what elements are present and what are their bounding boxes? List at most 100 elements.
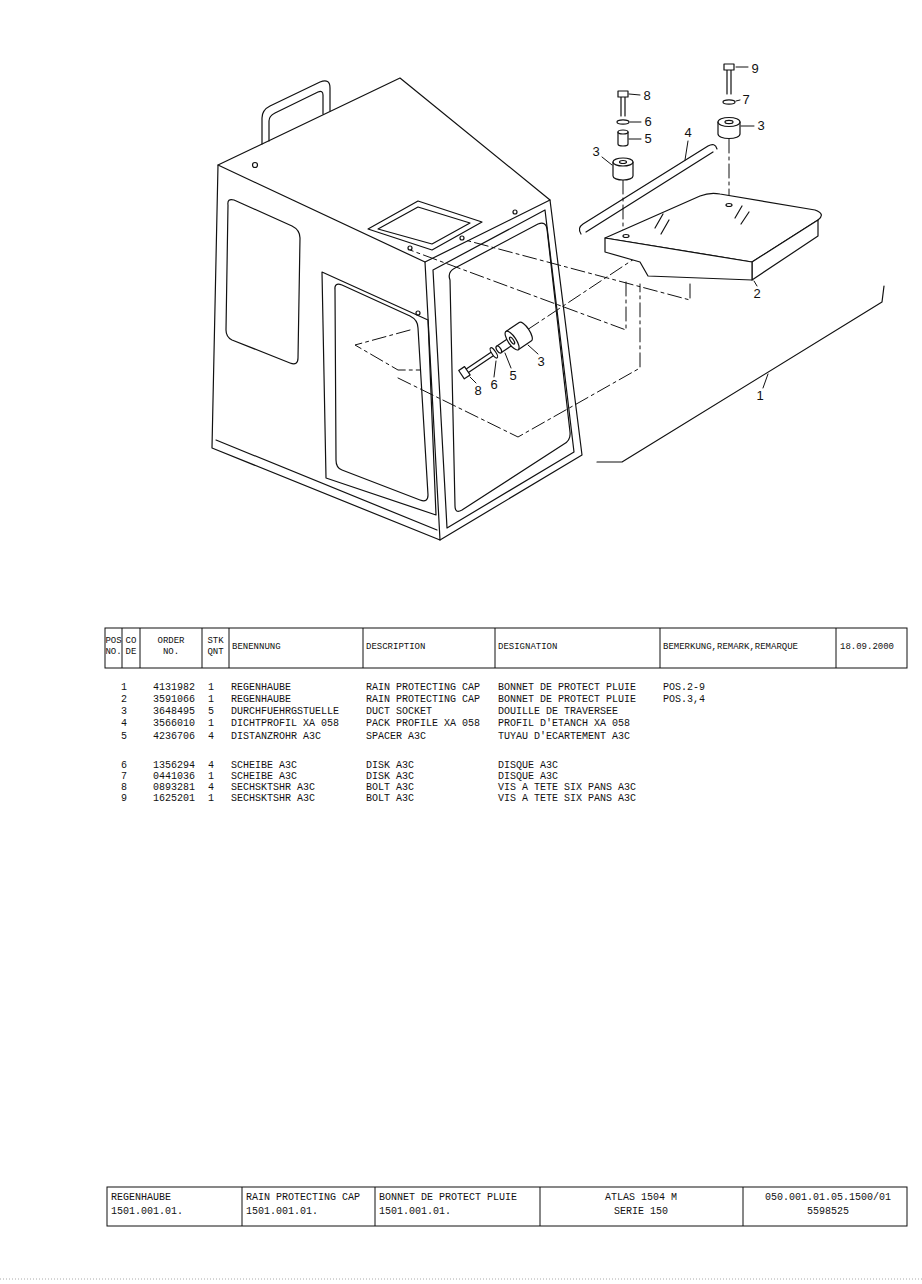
- mounting-hole: [408, 210, 517, 315]
- cab-body: [262, 81, 330, 144]
- table-grid: [105, 628, 907, 668]
- cab-window: [368, 201, 482, 250]
- table-cell: 4236706: [153, 731, 195, 742]
- table-cell: PROFIL D'ETANCH XA 058: [498, 718, 630, 729]
- footer-cell: BONNET DE PROTECT PLUIE: [379, 1192, 517, 1203]
- assembly-line: [398, 284, 640, 437]
- fastener-stack: [459, 367, 470, 379]
- callout-number: 7: [741, 93, 750, 107]
- footer-cell: RAIN PROTECTING CAP: [246, 1192, 360, 1203]
- table-grid: [105, 628, 907, 1226]
- leader-line: [630, 122, 641, 123]
- table-cell: 9: [121, 793, 127, 804]
- fastener-stack: [618, 130, 628, 134]
- table-header: STK QNT: [205, 636, 227, 658]
- table-cell: DICHTPROFIL XA 058: [231, 718, 339, 729]
- table-grid: [122, 628, 836, 668]
- table-cell: BONNET DE PROTECT PLUIE: [498, 682, 636, 693]
- leader-line: [736, 100, 740, 101]
- table-cell: BOLT A3C: [366, 782, 414, 793]
- table-cell: RAIN PROTECTING CAP: [366, 682, 480, 693]
- mounting-hole: [513, 210, 517, 214]
- rain-cap: [726, 204, 732, 207]
- leader-line: [494, 361, 496, 377]
- table-cell: DURCHFUEHRGSTUELLE: [231, 706, 339, 717]
- table-cell: DUCT SOCKET: [366, 706, 432, 717]
- table-cell: DOUILLE DE TRAVERSEE: [498, 706, 618, 717]
- table-cell: 1: [208, 718, 214, 729]
- table-cell: 0441036: [153, 771, 195, 782]
- table-cell: DISK A3C: [366, 760, 414, 771]
- table-header: POS NO.: [104, 636, 124, 658]
- rain-cap: [655, 206, 749, 234]
- table-cell: 1356294: [153, 760, 195, 771]
- footer-cell: SERIE 150: [614, 1206, 668, 1217]
- fastener-stack: [509, 336, 516, 344]
- assembly-bracket: [597, 286, 884, 462]
- cab-window: [226, 200, 570, 515]
- cab-window: [449, 223, 570, 511]
- cab-body: [440, 200, 582, 540]
- cab-window: [335, 284, 428, 501]
- table-cell: SCHEIBE A3C: [231, 760, 297, 771]
- table-cell: SPACER A3C: [366, 731, 426, 742]
- fastener-stack: [617, 120, 629, 124]
- cab-body: [216, 440, 437, 530]
- cab-window: [378, 207, 470, 244]
- rain-cap: [623, 235, 629, 238]
- leader-line: [754, 281, 757, 286]
- table-cell: REGENHAUBE: [231, 694, 291, 705]
- leader-line: [528, 345, 538, 354]
- leader-line: [741, 126, 754, 127]
- callout-number: 5: [643, 132, 652, 146]
- table-cell: 0893281: [153, 782, 195, 793]
- seal-profile: [586, 152, 713, 232]
- fastener-stack: [613, 158, 633, 166]
- table-cell: DISTANZROHR A3C: [231, 731, 321, 742]
- table-cell: RAIN PROTECTING CAP: [366, 694, 480, 705]
- page-edge-line: [0, 1279, 922, 1280]
- table-cell: REGENHAUBE: [231, 682, 291, 693]
- leader-line: [505, 353, 511, 368]
- table-cell: SECHSKTSHR A3C: [231, 793, 315, 804]
- table-cell: 4: [208, 760, 214, 771]
- footer-cell: 1501.001.01.: [246, 1206, 318, 1217]
- table-cell: 3591066: [153, 694, 195, 705]
- fastener-stack: [466, 352, 493, 372]
- callout-number: 3: [591, 145, 600, 159]
- fastener-stack: [495, 345, 503, 354]
- footer-cell: ATLAS 1504 M: [605, 1192, 677, 1203]
- leader-line: [470, 377, 476, 383]
- cab-window: [226, 200, 300, 364]
- fastener-stack: [503, 329, 522, 352]
- callout-number: 5: [508, 369, 517, 383]
- fastener-stack: [727, 70, 731, 94]
- fastener-stack: [455, 320, 534, 384]
- table-cell: VIS A TETE SIX PANS A3C: [498, 793, 636, 804]
- fastener-stack: [724, 64, 734, 70]
- assembly-line: [527, 255, 640, 330]
- table-grid: [242, 1187, 743, 1226]
- table-cell: POS.3,4: [663, 694, 705, 705]
- rain-cap: [752, 220, 818, 280]
- table-cell: 4: [121, 718, 127, 729]
- footer-cell: 5598525: [807, 1206, 849, 1217]
- rain-cap: [605, 193, 821, 280]
- callout-number: 1: [755, 389, 764, 403]
- table-cell: VIS A TETE SIX PANS A3C: [498, 782, 636, 793]
- table-header: ORDER NO.: [153, 636, 189, 658]
- cab-body: [433, 210, 574, 528]
- table-cell: POS.2-9: [663, 682, 705, 693]
- table-cell: 4: [208, 731, 214, 742]
- leader-line: [470, 67, 768, 388]
- fastener-stack: [455, 64, 740, 384]
- fastener-stack: [723, 100, 735, 104]
- callout-number: 6: [489, 378, 498, 392]
- fastener-stack: [621, 97, 625, 116]
- cab-body: [269, 91, 323, 141]
- table-cell: 8: [121, 782, 127, 793]
- table-cell: DISQUE A3C: [498, 771, 558, 782]
- fastener-stack: [618, 91, 628, 97]
- table-cell: 5: [208, 706, 214, 717]
